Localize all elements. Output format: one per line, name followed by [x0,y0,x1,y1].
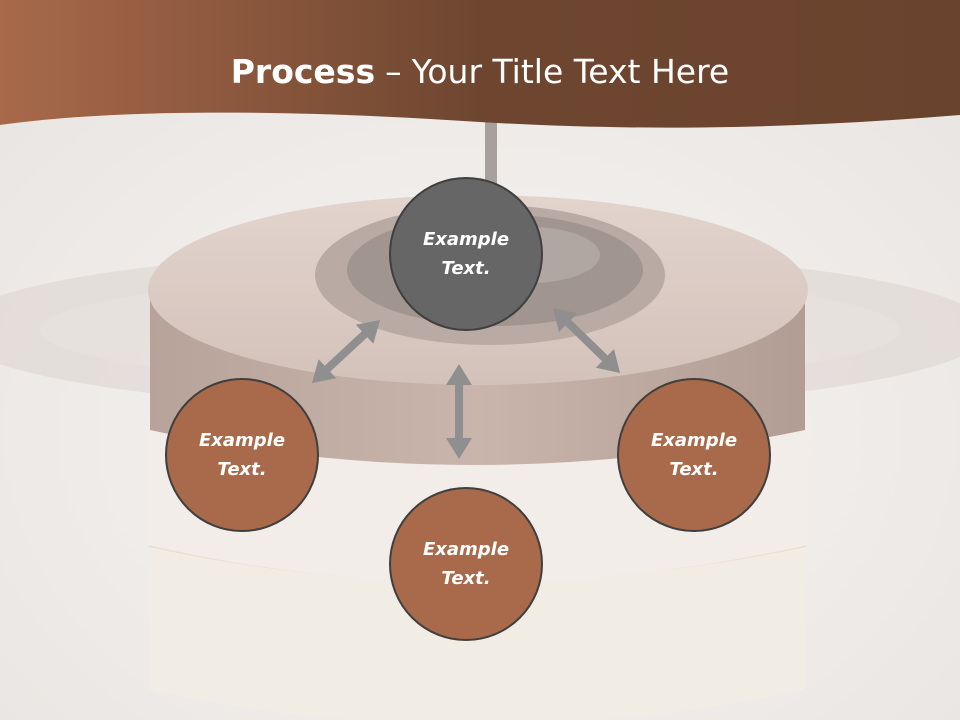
right-node-label: Example Text. [650,430,738,480]
title-separator: – [385,52,402,91]
right-node: Example Text. [617,378,771,532]
left-node: Example Text. [165,378,319,532]
left-node-label: Example Text. [198,430,286,480]
arrow-center-left [312,320,380,383]
bottom-node: Example Text. [389,487,543,641]
bottom-node-label: Example Text. [422,539,510,589]
slide-title: Process–Your Title Text Here [0,52,960,91]
arrow-center-right [553,308,620,373]
center-node-label: Example Text. [422,229,510,279]
arrow-center-bottom [446,364,472,459]
title-text: Your Title Text Here [411,52,730,91]
center-node: Example Text. [389,177,543,331]
title-bold-word: Process [230,52,376,91]
